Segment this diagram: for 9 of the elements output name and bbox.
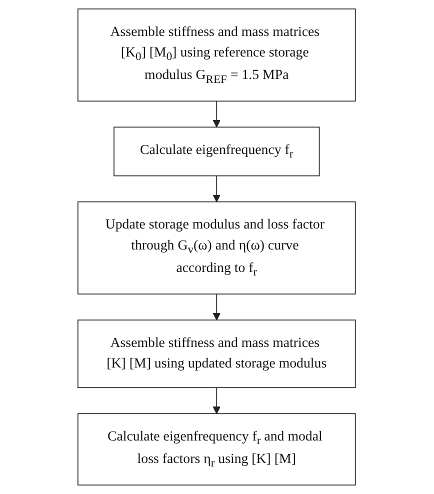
arrow (213, 100, 221, 128)
node-box (114, 126, 320, 176)
node-box (78, 413, 356, 486)
node-box (78, 320, 356, 388)
node-box (78, 8, 356, 102)
node-box (78, 201, 356, 294)
arrow (213, 175, 221, 202)
arrow (213, 387, 221, 414)
arrow (213, 294, 221, 320)
